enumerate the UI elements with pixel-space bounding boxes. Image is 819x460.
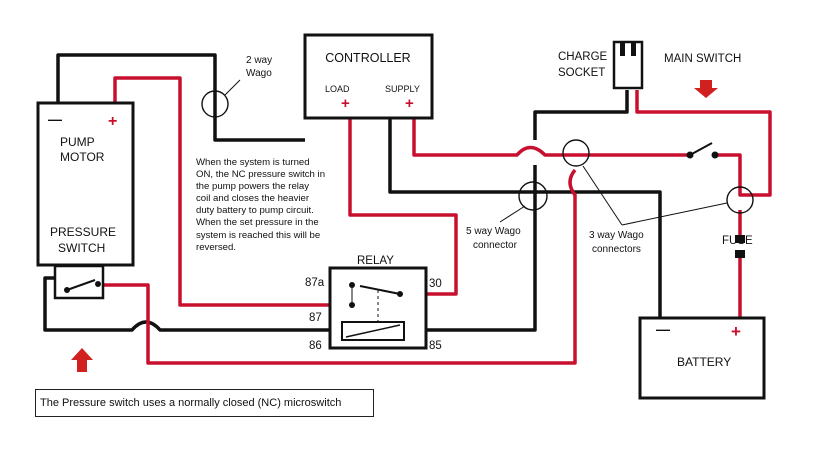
description-line: coil and closes the heavier	[196, 193, 310, 205]
wago-3way-label-2: connectors	[592, 244, 641, 255]
wago-3way-label-1: 3 way Wago	[589, 230, 644, 241]
controller-load-label: LOAD	[325, 84, 350, 94]
pump-minus-icon: —	[48, 111, 62, 127]
fuse-top-cap	[735, 235, 745, 243]
charge-pin-left	[620, 42, 625, 56]
wire-relay86-to-pressure	[43, 276, 342, 332]
relay-pin-85: 85	[429, 340, 442, 352]
main-switch-arrow-icon	[694, 80, 718, 98]
description-line: When the system is turned	[196, 157, 310, 168]
system-description: When the system is turned ON, the NC pre…	[196, 157, 366, 254]
fuse-bottom-cap	[735, 250, 745, 258]
note-text: The Pressure switch uses a normally clos…	[40, 397, 342, 409]
main-switch-label: MAIN SWITCH	[664, 53, 741, 65]
leader-lines	[224, 79, 728, 226]
note-box	[35, 389, 374, 417]
wire-controller-to-battery-neg	[388, 118, 662, 318]
battery-minus-icon: —	[656, 321, 670, 337]
wire-pump-pos-to-relay87	[113, 76, 352, 307]
pressure-label-2: SWITCH	[58, 241, 105, 255]
pressure-contact-b	[95, 281, 101, 287]
relay-armature	[359, 285, 401, 295]
pump-plus-icon: +	[108, 113, 117, 130]
negative-wires	[43, 53, 662, 332]
relay-label: RELAY	[357, 255, 394, 267]
charge-socket-label-1: CHARGE	[558, 51, 608, 63]
wire-pump-to-controller	[56, 53, 305, 142]
controller-supply-plus-icon: +	[405, 95, 414, 112]
wire-supply-to-switch	[412, 118, 690, 157]
relay-coil-diagonal	[345, 324, 401, 338]
controller-body	[303, 33, 434, 120]
battery-plus-icon: +	[731, 322, 741, 341]
wire-load-to-relay30	[348, 118, 458, 296]
pressure-contact-arm	[66, 279, 96, 291]
charge-pin-right	[631, 42, 636, 56]
pressure-label-1: PRESSURE	[50, 225, 116, 239]
relay-pin-87a: 87a	[305, 277, 325, 289]
pressure-switch-body	[53, 264, 105, 300]
description-line: duty battery to pump circuit.	[196, 205, 314, 217]
relay-pin-86: 86	[309, 340, 322, 352]
controller-supply-label: SUPPLY	[385, 84, 420, 94]
wago-5way-label-1: 5 way Wago	[466, 226, 521, 237]
controller-label: CONTROLLER	[325, 51, 410, 65]
wire-switch-to-charge	[635, 90, 772, 197]
description-line: When the set pressure in the	[196, 217, 319, 229]
fuse-label: FUSE	[722, 235, 753, 247]
pump-label-1: PUMP	[60, 135, 95, 149]
wago-3way-a	[562, 139, 590, 167]
main-switch-contact-b	[711, 151, 719, 159]
battery-label: BATTERY	[677, 355, 731, 369]
wago-2way-label-2: Wago	[246, 68, 272, 79]
pump-label-2: MOTOR	[60, 150, 105, 164]
battery-body	[638, 316, 766, 400]
description-line: system is reached this will be	[196, 229, 321, 241]
relay-87a-contact	[349, 282, 355, 288]
wire-5way-to-relay-85	[420, 165, 537, 332]
wire-pressure-to-wago	[100, 168, 577, 365]
main-switch-lever	[689, 142, 713, 156]
wago-5way	[518, 181, 548, 211]
wago-5way-label-2: connector	[473, 240, 518, 251]
wire-charge-socket-neg	[533, 90, 629, 140]
description-line: the pump powers the relay	[196, 181, 310, 193]
description-line: ON, the NC pressure switch in	[196, 169, 326, 181]
charge-socket-label-2: SOCKET	[558, 67, 605, 79]
relay-87-contact	[349, 302, 355, 308]
relay-pin-30: 30	[429, 278, 442, 290]
charge-socket-body	[612, 40, 644, 90]
wago-3way-b	[726, 186, 754, 214]
positive-wires	[100, 76, 772, 365]
wago-2way-label-1: 2 way	[246, 55, 272, 66]
controller-load-plus-icon: +	[341, 95, 350, 112]
relay-pin-87: 87	[309, 312, 322, 324]
pump-motor-body	[36, 101, 135, 267]
description-line: reversed.	[196, 241, 236, 253]
wago-2way	[201, 90, 229, 118]
pressure-switch-arrow-icon	[71, 348, 93, 372]
